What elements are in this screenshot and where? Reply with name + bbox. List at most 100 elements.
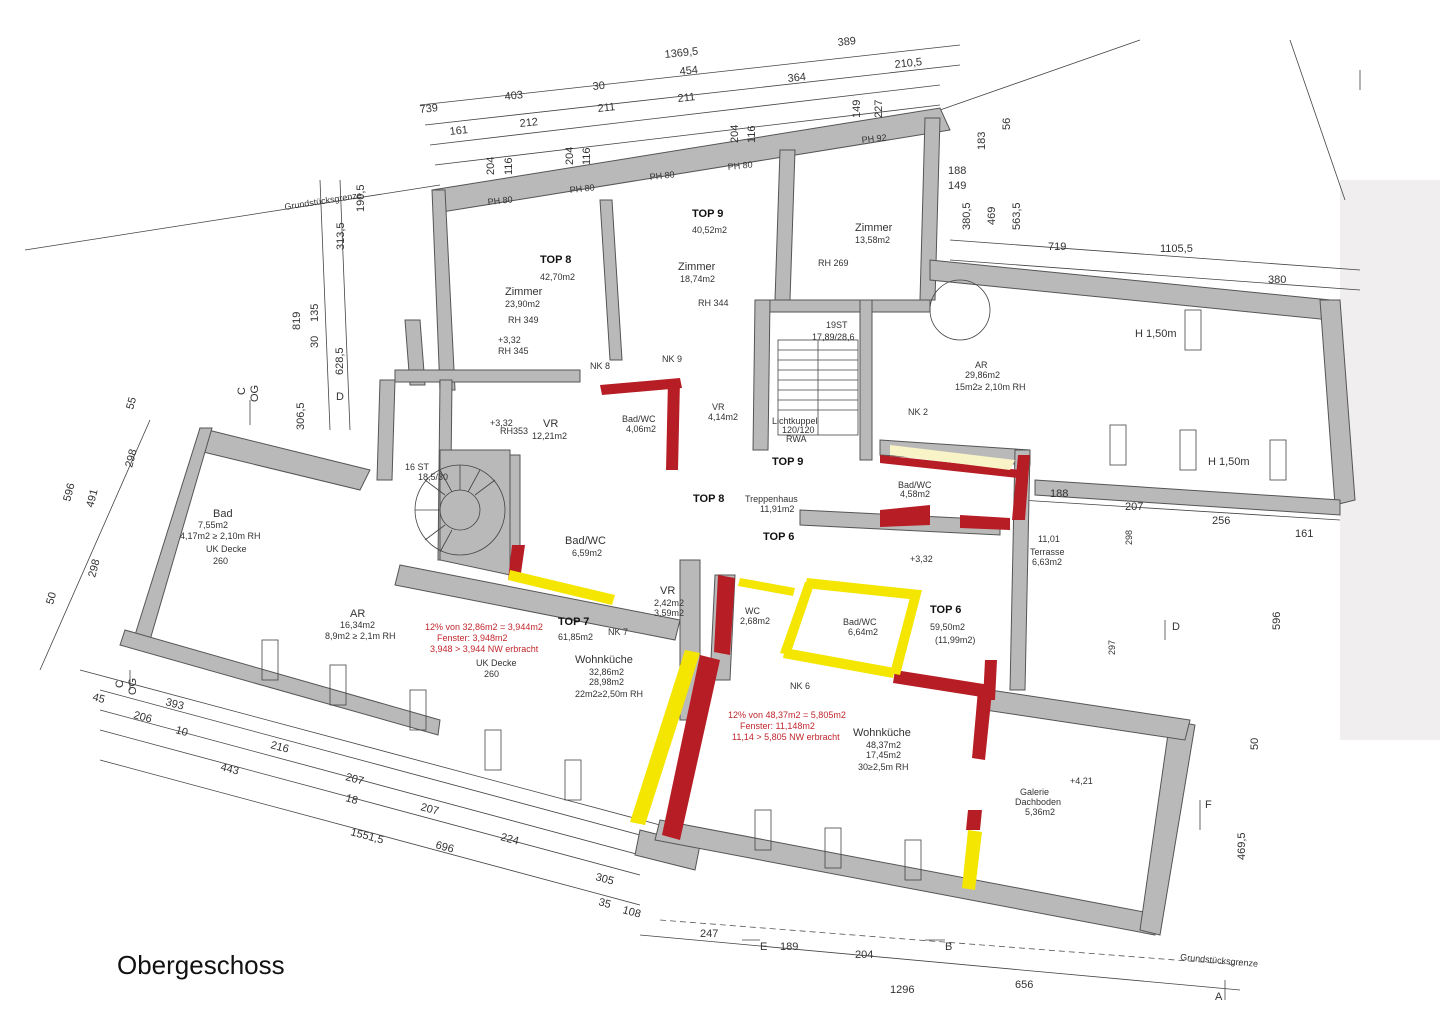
nk-7: NK 7 — [608, 627, 628, 637]
top6-name: TOP 6 — [930, 604, 961, 616]
page-title: Obergeschoss — [117, 950, 285, 980]
dimension-label: E — [760, 941, 767, 953]
dimension-label: 183 — [976, 132, 988, 150]
wohnkueche6-area1: 48,37m2 — [866, 740, 901, 750]
bad-top6-name: Bad/WC — [843, 617, 877, 627]
dimension-label: 628,5 — [334, 347, 346, 375]
dimension-label: C — [236, 387, 248, 395]
dimension-label: 161 — [449, 124, 469, 138]
vr-top8-area: 12,21m2 — [532, 431, 567, 441]
dimension-label: 30 — [309, 336, 321, 348]
zimmer-ne-rh: RH 269 — [818, 258, 849, 268]
dimension-label: 297 — [1107, 640, 1117, 655]
dimensions-left: 819 313,5 190,5 628,5 306,5 30 135 596 4… — [44, 184, 367, 605]
property-line-label-bottom: Grundstücksgrenze — [1180, 952, 1259, 969]
dimension-label: 656 — [1015, 979, 1033, 991]
dimension-label: 108 — [621, 904, 642, 920]
vr-top7-area2: 3,59m2 — [654, 608, 684, 618]
wohnkueche6-note: 30≥2,5m RH — [858, 762, 908, 772]
nk-2: NK 2 — [908, 407, 928, 417]
top7-area: 61,85m2 — [558, 632, 593, 642]
tag-top8: TOP 8 — [693, 493, 724, 505]
h150-b: H 1,50m — [1208, 456, 1250, 468]
ar-west-note: 8,9m2 ≥ 2,1m RH — [325, 631, 395, 641]
lichtkuppel-size: 120/120 — [782, 425, 815, 435]
dimension-label: 696 — [434, 839, 455, 855]
zimmer-ne-name: Zimmer — [855, 222, 893, 234]
dimension-label: 149 — [948, 180, 966, 192]
galerie-area: 5,36m2 — [1025, 807, 1055, 817]
dimension-label: 389 — [837, 35, 857, 49]
top7-calc-2: Fenster: 3,948m2 — [437, 633, 508, 643]
dimension-label: 188 — [948, 165, 966, 177]
dimension-label: 188 — [1050, 488, 1068, 500]
bad-east-name: Bad/WC — [898, 480, 932, 490]
stairs-top-area: 17,89/28,6 — [812, 332, 855, 342]
wc-top6-name: WC — [745, 606, 760, 616]
dimension-label: 224 — [499, 831, 520, 847]
dimension-label: C — [114, 680, 126, 688]
top6-area2: (11,99m2) — [935, 635, 975, 645]
bad-west-uk: UK Decke — [206, 544, 247, 554]
walls — [119, 107, 1356, 936]
top9-name: TOP 9 — [692, 208, 723, 220]
dimension-label: 443 — [219, 761, 240, 777]
dimension-label: PH 80 — [727, 159, 753, 172]
dimension-label: 819 — [291, 312, 303, 330]
dimension-label: 380 — [1268, 274, 1286, 286]
bad-west-uk-val: 260 — [213, 556, 228, 566]
top6-area: 59,50m2 — [930, 622, 965, 632]
dimension-label: 161 — [1295, 528, 1313, 540]
top8-area: 42,70m2 — [540, 272, 575, 282]
dimension-label: 18 — [344, 792, 359, 807]
dimension-label: 739 — [419, 102, 439, 116]
ar-east-area: 29,86m2 — [965, 370, 1000, 380]
top8-name: TOP 8 — [540, 254, 571, 266]
top6-calc-3: 11,14 > 5,805 NW erbracht — [732, 732, 840, 742]
dimension-label: 1369,5 — [664, 46, 699, 61]
dimension-label: 207 — [419, 801, 440, 817]
top9-area: 40,52m2 — [692, 225, 727, 235]
nk-6: NK 6 — [790, 681, 810, 691]
wohnkueche7-area2: 28,98m2 — [589, 677, 624, 687]
dimension-label: 380,5 — [961, 202, 973, 230]
tag-top6: TOP 6 — [763, 531, 794, 543]
dimension-label: 719 — [1048, 241, 1066, 253]
top6-calc-2: Fenster: 11,148m2 — [740, 721, 815, 731]
terrasse-name: Terrasse — [1030, 547, 1065, 557]
dimension-label: PH 80 — [487, 194, 513, 207]
vr-top9-name: VR — [712, 402, 725, 412]
galerie-name2: Dachboden — [1015, 797, 1061, 807]
dimension-label: 135 — [309, 304, 321, 322]
terrasse-area: 6,63m2 — [1032, 557, 1062, 567]
dimension-label: 204 — [485, 157, 497, 175]
dimension-label: OG — [127, 678, 139, 695]
background-strip — [1340, 180, 1440, 740]
dimension-label: 256 — [1212, 515, 1230, 527]
dimension-label: 206 — [132, 709, 153, 725]
dimension-label: PH 80 — [569, 182, 595, 195]
dimension-label: 207 — [344, 771, 365, 787]
lichtkuppel-rwa: RWA — [786, 434, 807, 444]
dimension-label: 454 — [679, 64, 699, 78]
dimension-label: 210,5 — [894, 56, 923, 71]
vr-top9-area: 4,14m2 — [708, 412, 738, 422]
dimension-label: 116 — [746, 125, 758, 143]
dimension-label: D — [336, 391, 344, 403]
dimension-label: 1296 — [890, 984, 914, 996]
dimension-label: 469,5 — [1236, 832, 1248, 860]
treppenhaus-area: 11,91m2 — [760, 504, 794, 514]
dimension-label: 116 — [581, 147, 593, 165]
top8-vr-level: +3,32 — [490, 418, 513, 428]
dimension-label: 190,5 — [355, 184, 367, 212]
dimension-label: 212 — [519, 116, 539, 130]
dimension-label: 1105,5 — [1160, 243, 1193, 255]
property-line-label-top: Grundstücksgrenze — [284, 190, 363, 212]
ar-east-note: 15m2≥ 2,10m RH — [955, 382, 1025, 392]
h150-a: H 1,50m — [1135, 328, 1177, 340]
stairs-top-name: 19ST — [826, 320, 848, 330]
top7-calc-1: 12% von 32,86m2 = 3,944m2 — [425, 622, 543, 632]
ar-west-area: 16,34m2 — [340, 620, 375, 630]
dimension-label: 56 — [1001, 118, 1013, 130]
